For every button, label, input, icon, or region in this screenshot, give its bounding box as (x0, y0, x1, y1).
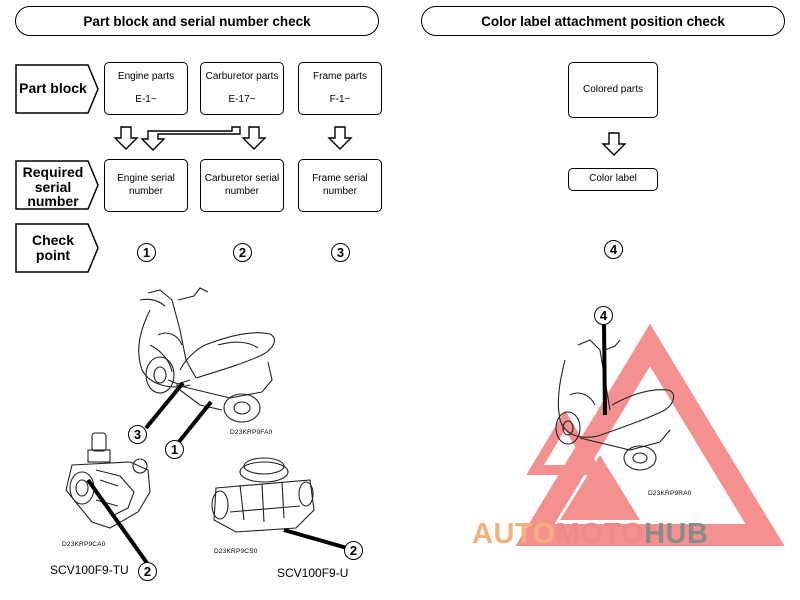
row-label-check-point: Check point (31, 232, 75, 263)
figure-code-carb-right: D23KRP9CS0 (214, 548, 258, 555)
callout-carb-left-2: 2 (138, 562, 157, 581)
carb-left-drawing (65, 432, 151, 529)
check-point-1: 1 (137, 243, 156, 262)
figure-code-scooter-right: D23KRP9RA0 (648, 490, 692, 497)
watermark-text: AUTOMOTOHUB (472, 518, 709, 550)
callout-scooter-1: 1 (165, 440, 184, 459)
callout-scooter-3: 3 (128, 425, 147, 444)
figure-code-carb-left: D23KRP9CA0 (62, 541, 106, 548)
carb-right-drawing (211, 457, 315, 533)
check-point-4: 4 (604, 240, 623, 259)
callout-carb-right-2: 2 (344, 541, 363, 560)
model-label-right: SCV100F9-U (277, 566, 349, 580)
row-label-part-block: Part block (19, 80, 87, 96)
colored-parts-box: Colored parts (568, 62, 658, 118)
model-label-left: SCV100F9-TU (50, 563, 129, 577)
header-left: Part block and serial number check (15, 6, 379, 36)
row-label-required: Required serial number (22, 164, 84, 210)
figure-code-scooter-left: D23KRP9FA0 (230, 429, 273, 436)
scooter-left-drawing (138, 287, 275, 423)
color-label-box: Color label (568, 168, 658, 191)
scooter-right-drawing (555, 339, 675, 471)
callout-scooter-right-4: 4 (594, 306, 613, 325)
check-point-2: 2 (233, 243, 252, 262)
check-point-3: 3 (331, 243, 350, 262)
header-right: Color label attachment position check (421, 6, 785, 36)
